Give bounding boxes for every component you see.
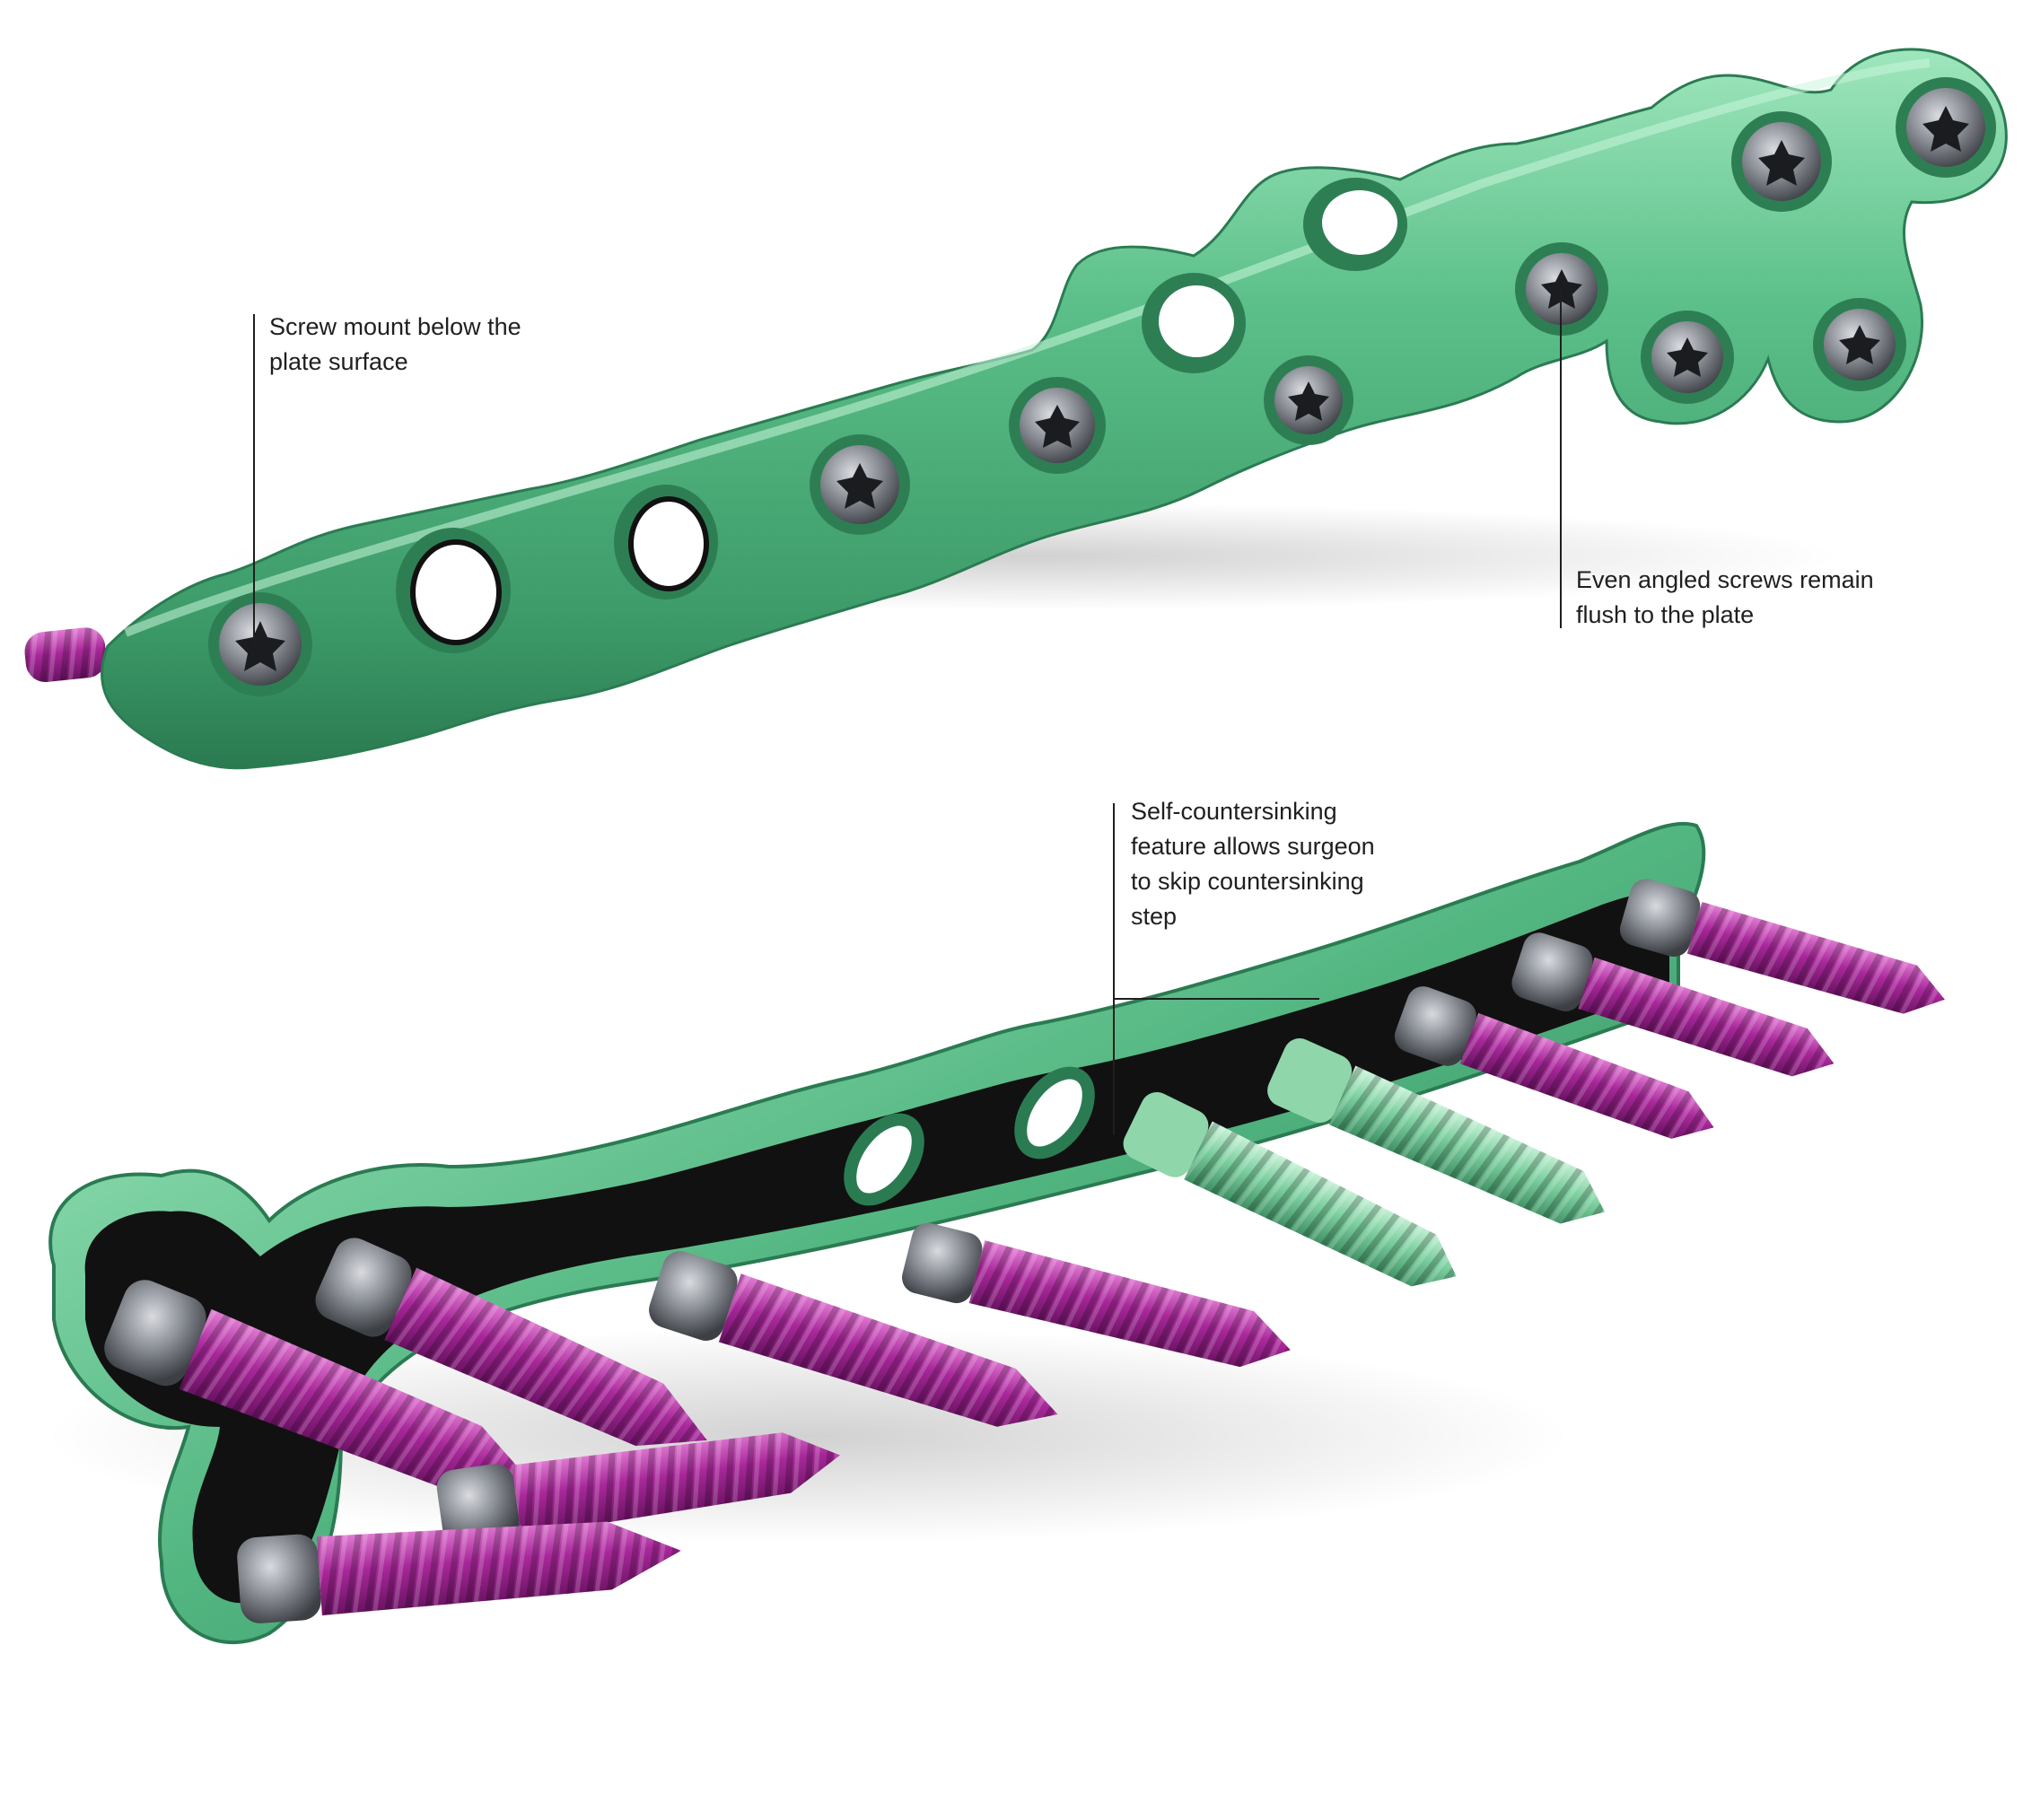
section-screw-m1 <box>1619 879 1945 1014</box>
section-screw-g2 <box>1123 1091 1457 1287</box>
section-screw-m9 <box>237 1521 681 1623</box>
screw-head-4 <box>1264 355 1353 445</box>
section-screw-m2 <box>1511 932 1835 1077</box>
leader-line-screw-mount <box>253 314 255 644</box>
leader-line-countersink-vertical <box>1113 803 1115 1135</box>
section-screw-m6 <box>315 1238 707 1447</box>
section-screw-m8 <box>436 1432 840 1549</box>
callout-angled-screws: Even angled screws remain flush to the p… <box>1576 563 1874 633</box>
callout-self-countersinking-line-4: step <box>1131 903 1178 930</box>
empty-hole-2 <box>614 485 718 599</box>
leader-line-countersink-horizontal <box>1113 998 1319 1000</box>
leader-line-angled-screws <box>1560 289 1562 628</box>
top-plate-assembly <box>24 48 2008 770</box>
empty-hole-4 <box>1303 178 1407 271</box>
top-plate-screw-heads <box>208 77 1996 696</box>
callout-self-countersinking-line-3: to skip countersinking <box>1131 868 1364 895</box>
screw-head-6 <box>1731 111 1832 212</box>
screw-head-5 <box>1515 242 1608 336</box>
empty-hole-1 <box>396 528 511 653</box>
section-screw-m3 <box>1394 986 1714 1139</box>
section-screws <box>104 879 1945 1623</box>
rim-hole-1 <box>844 1113 924 1206</box>
callout-angled-screws-line-2: flush to the plate <box>1576 601 1755 628</box>
rim-hole-2 <box>1014 1066 1095 1159</box>
screw-head-1 <box>208 592 312 696</box>
section-cut-face <box>84 892 1670 1604</box>
screw-head-8 <box>1641 311 1734 404</box>
bottom-shadow <box>45 1328 1571 1544</box>
callout-self-countersinking: Self-countersinking feature allows surge… <box>1131 794 1375 934</box>
callout-screw-mount-line-2: plate surface <box>269 348 408 375</box>
screw-head-2 <box>810 434 910 535</box>
section-screw-m5 <box>649 1251 1058 1427</box>
screw-head-3 <box>1009 377 1106 474</box>
section-screw-g1 <box>1267 1038 1606 1224</box>
section-screw-m4 <box>902 1222 1291 1368</box>
callout-self-countersinking-line-2: feature allows surgeon <box>1131 833 1375 860</box>
bottom-section-assembly <box>45 821 1945 1644</box>
callout-screw-mount-line-1: Screw mount below the <box>269 313 521 340</box>
empty-hole-3 <box>1142 273 1246 373</box>
callout-angled-screws-line-1: Even angled screws remain <box>1576 566 1874 593</box>
screw-head-7 <box>1896 77 1996 178</box>
callout-self-countersinking-line-1: Self-countersinking <box>1131 798 1337 825</box>
section-screw-m7 <box>104 1280 535 1493</box>
screw-head-9 <box>1813 298 1906 391</box>
callout-screw-mount: Screw mount below the plate surface <box>269 310 521 380</box>
top-plate-highlight <box>124 58 1931 637</box>
